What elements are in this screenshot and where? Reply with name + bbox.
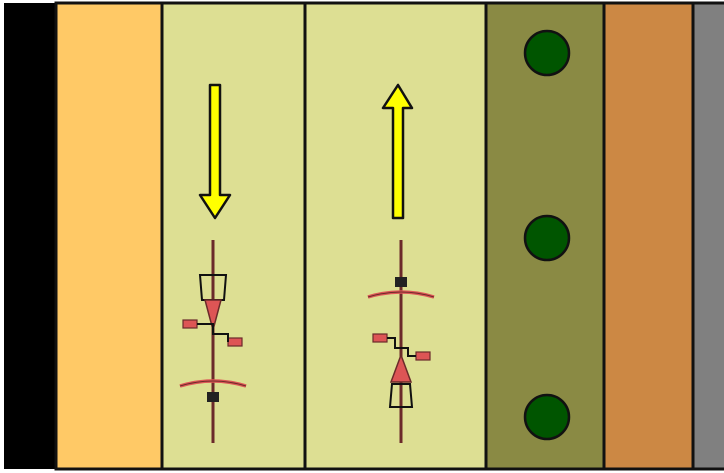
bicycle-icon (367, 240, 435, 443)
terracotta-strip (602, 1, 695, 471)
arrow-down-icon (198, 83, 232, 220)
tree-icon (523, 393, 571, 441)
curb-strip (4, 3, 56, 469)
tree-icon (523, 29, 571, 77)
sidewalk-strip (54, 1, 164, 471)
bike-lane-northbound (303, 1, 488, 471)
arrow-up-icon (381, 83, 414, 220)
bike-lane-southbound (160, 1, 307, 471)
bicycle-icon (179, 240, 247, 443)
tree-icon (523, 214, 571, 262)
gray-strip (691, 1, 724, 471)
